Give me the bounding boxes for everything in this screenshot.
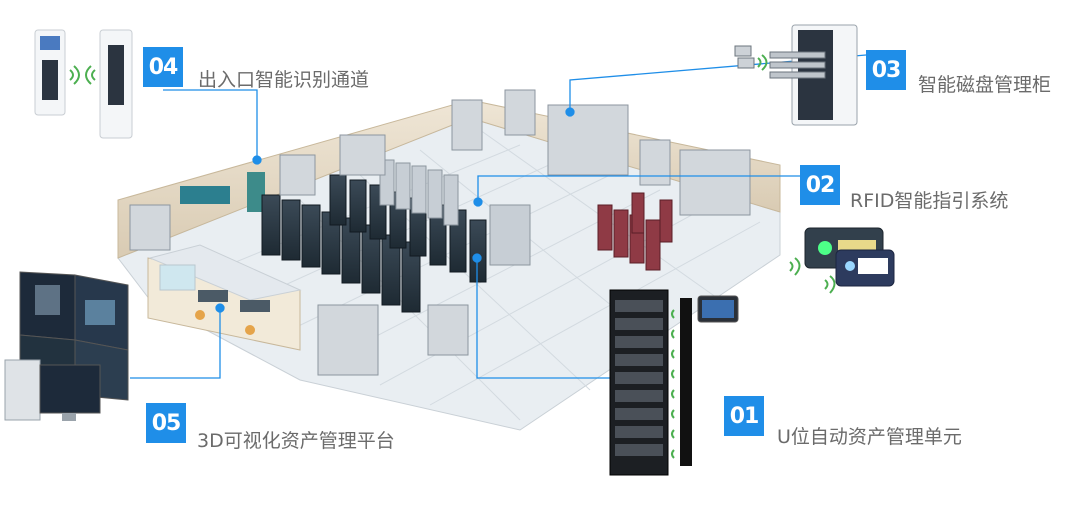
disk-cabinet-icon <box>734 24 858 126</box>
feature-04-number: 04 <box>143 47 183 87</box>
control-room <box>147 244 302 351</box>
feature-05-label: 3D可视化资产管理平台 <box>197 430 395 452</box>
server-rack-icon <box>609 289 739 476</box>
feature-02-label: RFID智能指引系统 <box>850 190 1009 212</box>
server-rack-rows <box>129 89 751 376</box>
feature-03-label: 智能磁盘管理柜 <box>918 74 1052 96</box>
access-gate-icon <box>34 29 133 139</box>
rfid-tag-icon <box>789 227 895 294</box>
feature-03-number: 03 <box>866 50 906 90</box>
feature-02-number: 02 <box>800 165 840 205</box>
monitor-wall-icon <box>4 271 129 421</box>
feature-01-label: U位自动资产管理单元 <box>777 426 962 448</box>
feature-01-number: 01 <box>724 396 764 436</box>
feature-05-number: 05 <box>146 403 186 443</box>
feature-04-label: 出入口智能识别通道 <box>198 69 370 91</box>
